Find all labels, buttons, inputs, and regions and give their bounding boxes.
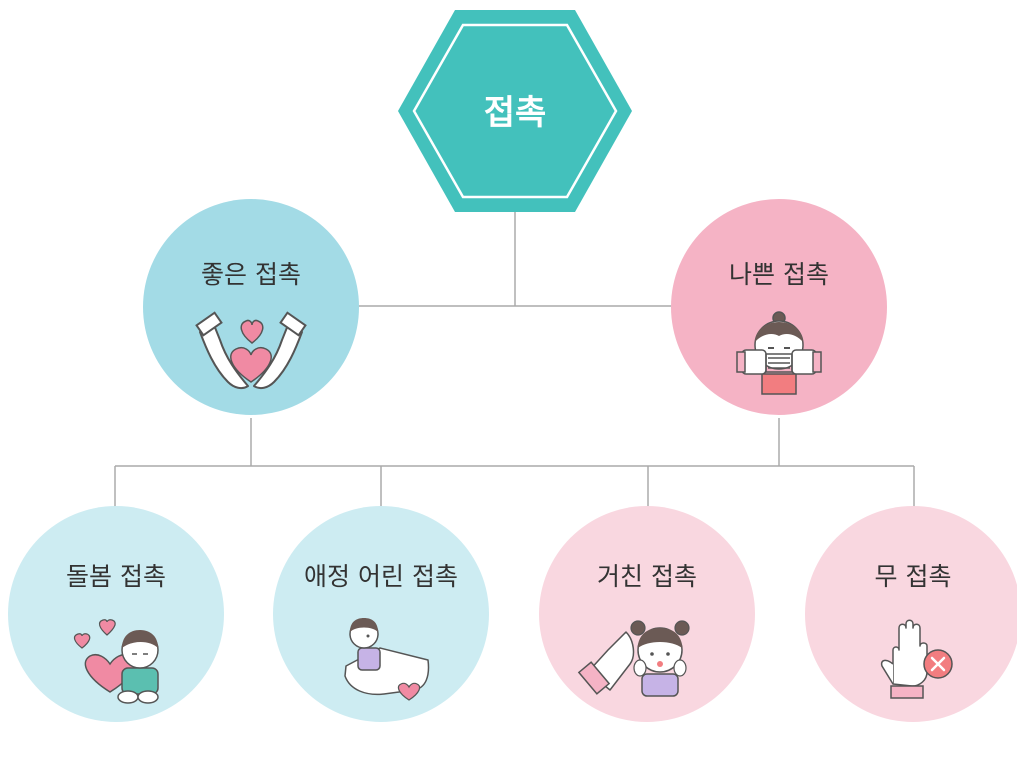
caring-hands-heart-icon [195, 311, 307, 390]
category-label-bad: 나쁜 접촉 [729, 260, 829, 289]
leaf-label-1: 돌봄 접촉 [66, 562, 166, 591]
leaf-circle-2 [273, 506, 489, 722]
leaf-affectionate-touch: 애정 어린 접촉 [273, 506, 489, 722]
hands-covering-mouth-icon [736, 311, 822, 395]
leaf-label-3: 거친 접촉 [597, 562, 697, 591]
root-node: 접촉 [398, 10, 632, 212]
stop-hand-x-icon [880, 619, 953, 699]
leaf-label-4: 무 접촉 [875, 562, 952, 591]
hand-cradling-child-icon [344, 618, 430, 701]
leaf-circle-4 [805, 506, 1017, 722]
category-good-touch: 좋은 접촉 [143, 199, 359, 415]
category-circle-bad [671, 199, 887, 415]
leaf-care-touch: 돌봄 접촉 [8, 506, 224, 722]
category-circle-good [143, 199, 359, 415]
root-hexagon-inner-border [412, 23, 618, 199]
root-hexagon [398, 10, 632, 212]
leaf-no-touch: 무 접촉 [805, 506, 1017, 722]
leaf-circle-1 [8, 506, 224, 722]
hand-grabbing-child-icon [577, 620, 690, 697]
child-hugging-heart-icon [73, 619, 159, 704]
category-label-good: 좋은 접촉 [201, 260, 301, 289]
root-label: 접촉 [484, 93, 547, 133]
leaf-label-2: 애정 어린 접촉 [304, 562, 458, 591]
category-bad-touch: 나쁜 접촉 [671, 199, 887, 415]
connector-lines [114, 212, 915, 510]
leaf-rough-touch: 거친 접촉 [539, 506, 755, 722]
